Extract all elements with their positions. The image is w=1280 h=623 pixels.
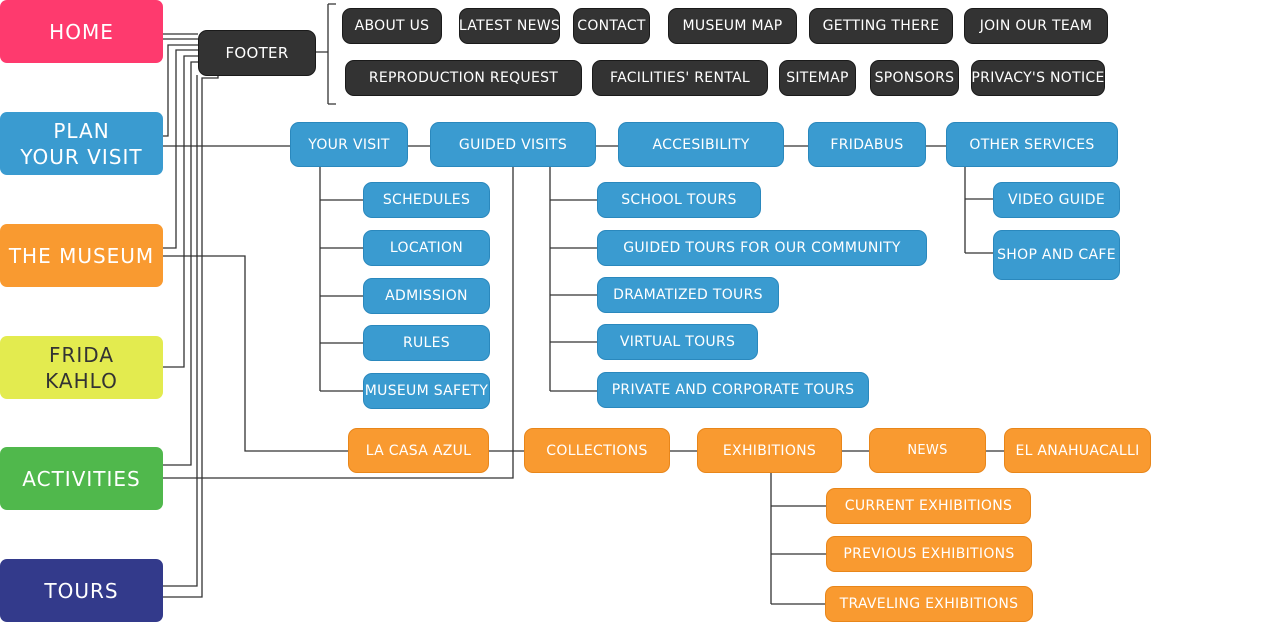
- footer-link-getting-there[interactable]: GETTING THERE: [809, 8, 953, 44]
- connector-museum-row: [163, 255, 1004, 452]
- guided-tours-community-node[interactable]: GUIDED TOURS FOR OUR COMMUNITY: [597, 230, 927, 266]
- traveling-exhibitions-node[interactable]: TRAVELING EXHIBITIONS: [825, 586, 1033, 622]
- footer-bracket: [316, 3, 336, 105]
- school-tours-node[interactable]: SCHOOL TOURS: [597, 182, 761, 218]
- connector-plan-footer: [163, 44, 198, 137]
- news-node[interactable]: NEWS: [869, 428, 986, 473]
- connector-tours-footer-2: [163, 75, 219, 598]
- el-anahuacalli-node[interactable]: EL ANAHUACALLI: [1004, 428, 1151, 473]
- previous-exhibitions-node[interactable]: PREVIOUS EXHIBITIONS: [826, 536, 1032, 572]
- connector-your-visit-children: [319, 167, 363, 392]
- plan-your-visit-node[interactable]: PLAN YOUR VISIT: [0, 112, 163, 175]
- your-visit-node[interactable]: YOUR VISIT: [290, 122, 408, 167]
- footer-link-facilities-rental[interactable]: FACILITIES' RENTAL: [592, 60, 768, 96]
- current-exhibitions-node[interactable]: CURRENT EXHIBITIONS: [826, 488, 1031, 524]
- video-guide-node[interactable]: VIDEO GUIDE: [993, 182, 1120, 218]
- footer-link-join-our-team[interactable]: JOIN OUR TEAM: [964, 8, 1108, 44]
- location-node[interactable]: LOCATION: [363, 230, 490, 266]
- home-node[interactable]: HOME: [0, 0, 163, 63]
- connector-activities-guided: [163, 167, 514, 479]
- footer-link-about-us[interactable]: ABOUT US: [342, 8, 442, 44]
- tours-node[interactable]: TOURS: [0, 559, 163, 622]
- connector-exhibitions-children: [770, 472, 826, 605]
- connector-frida-footer: [163, 55, 198, 368]
- frida-kahlo-node[interactable]: FRIDA KAHLO: [0, 336, 163, 399]
- footer-link-sponsors[interactable]: SPONSORS: [870, 60, 959, 96]
- activities-node[interactable]: ACTIVITIES: [0, 447, 163, 510]
- museum-safety-node[interactable]: MUSEUM SAFETY: [363, 373, 490, 409]
- the-museum-node[interactable]: THE MUSEUM: [0, 224, 163, 287]
- rules-node[interactable]: RULES: [363, 325, 490, 361]
- footer-link-latest-news[interactable]: LATEST NEWS: [459, 8, 560, 44]
- connector-museum-footer: [163, 49, 198, 249]
- footer-link-museum-map[interactable]: MUSEUM MAP: [668, 8, 797, 44]
- fridabus-node[interactable]: FRIDABUS: [808, 122, 926, 167]
- dramatized-tours-node[interactable]: DRAMATIZED TOURS: [597, 277, 779, 313]
- footer-link-contact[interactable]: CONTACT: [573, 8, 650, 44]
- connector-activities-footer: [163, 61, 198, 466]
- other-services-node[interactable]: OTHER SERVICES: [946, 122, 1118, 167]
- admission-node[interactable]: ADMISSION: [363, 278, 490, 314]
- accesibility-node[interactable]: ACCESIBILITY: [618, 122, 784, 167]
- la-casa-azul-node[interactable]: LA CASA AZUL: [348, 428, 489, 473]
- guided-visits-node[interactable]: GUIDED VISITS: [430, 122, 596, 167]
- private-corporate-tours-node[interactable]: PRIVATE AND CORPORATE TOURS: [597, 372, 869, 408]
- connector-tours-footer: [163, 75, 198, 587]
- connector-guided-children: [549, 167, 597, 392]
- connector-other-children: [964, 167, 993, 254]
- schedules-node[interactable]: SCHEDULES: [363, 182, 490, 218]
- shop-and-cafe-node[interactable]: SHOP AND CAFE: [993, 230, 1120, 280]
- collections-node[interactable]: COLLECTIONS: [524, 428, 670, 473]
- footer-link-sitemap[interactable]: SITEMAP: [779, 60, 856, 96]
- footer-link-reproduction-request[interactable]: REPRODUCTION REQUEST: [345, 60, 582, 96]
- connector-home-footer: [163, 33, 198, 40]
- footer-link-privacys-notice[interactable]: PRIVACY'S NOTICE: [971, 60, 1105, 96]
- virtual-tours-node[interactable]: VIRTUAL TOURS: [597, 324, 758, 360]
- exhibitions-node[interactable]: EXHIBITIONS: [697, 428, 842, 473]
- footer-node[interactable]: FOOTER: [198, 30, 316, 76]
